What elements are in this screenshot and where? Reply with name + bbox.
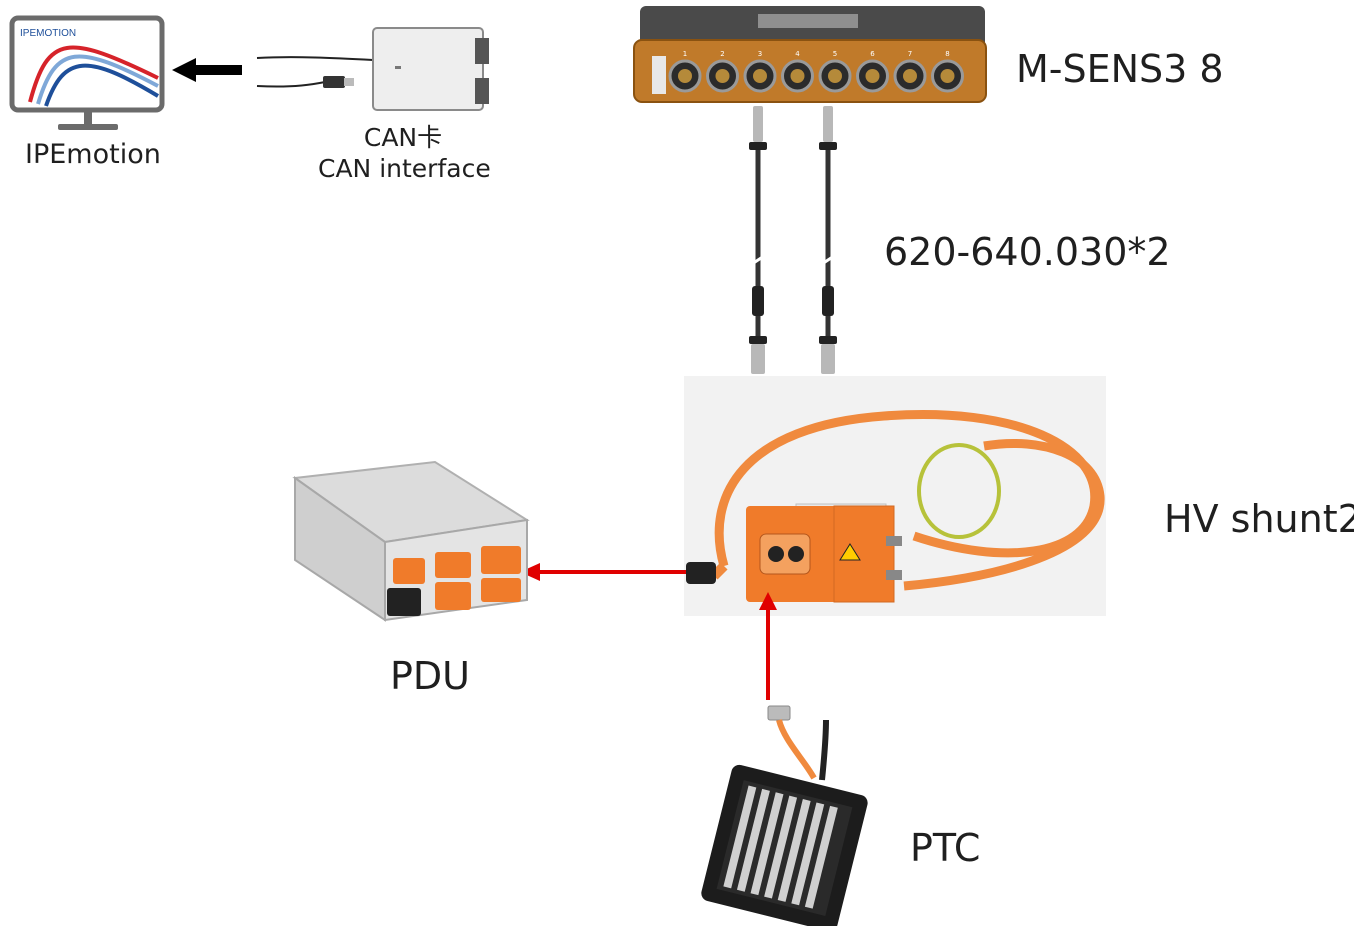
shunt-cable-entry-1	[886, 536, 902, 546]
black-arrow-shaft	[194, 65, 242, 75]
can-to-ipemotion-arrow	[172, 58, 242, 82]
cable-right	[819, 106, 837, 374]
red-arrow-head	[520, 563, 540, 581]
ipemotion-monitor: IPEMOTION	[9, 15, 165, 130]
warning-sign	[839, 543, 861, 561]
ptc-to-shunt-arrow	[759, 592, 777, 700]
msens-device: 1 2 3 4 5 6 7 8	[633, 6, 987, 103]
ptc-device	[701, 705, 868, 926]
can-interface-label-line1: CAN卡	[363, 123, 443, 152]
cable-left	[749, 106, 767, 374]
pdu-connector-2	[435, 552, 471, 578]
shunt-connector-pin-2	[788, 546, 804, 562]
pdu-connector-1	[393, 558, 425, 584]
can-port-top	[475, 38, 489, 64]
usb-plug-tip	[344, 78, 354, 86]
shunt-cable-entry-2	[886, 570, 902, 580]
pdu-connector-3	[481, 546, 521, 574]
hv-shunt-device	[684, 376, 1106, 616]
msens-port-number: 8	[945, 50, 949, 58]
sensor-cables	[749, 106, 837, 374]
monitor-curve-blue	[44, 63, 160, 107]
msens-port-pins	[715, 69, 730, 83]
msens-port-number: 1	[683, 50, 687, 58]
msens-port-pins	[753, 69, 767, 83]
shunt-orange-plate	[833, 505, 895, 603]
msens-port-pins	[903, 69, 917, 83]
msens-port-number: 6	[870, 50, 875, 58]
ptc-label: PTC	[910, 826, 981, 870]
msens-port-pins	[790, 69, 805, 83]
pdu-label: PDU	[390, 654, 470, 698]
monitor-curve-red	[28, 45, 159, 103]
red-arrow-head-up	[759, 592, 777, 610]
ipemotion-logo-text: IPEMOTION	[20, 28, 76, 39]
monitor-curve-blue-light	[36, 54, 159, 105]
msens-label: M-SENS3 8	[1016, 47, 1224, 91]
can-port-bottom	[475, 78, 489, 104]
ipemotion-label: IPEmotion	[25, 139, 161, 170]
msens-port-pins	[865, 69, 880, 83]
msens-port-number: 3	[758, 50, 762, 58]
monitor-base	[58, 124, 118, 130]
msens-port-pins	[678, 69, 692, 83]
ptc-orange-wire	[776, 719, 817, 780]
msens-top-label	[758, 14, 858, 28]
msens-side-label	[652, 56, 666, 94]
shunt-connector	[759, 533, 811, 575]
shunt-connector-pin-1	[768, 546, 784, 562]
shunt-to-pdu-arrow	[520, 563, 686, 581]
can-box-led	[395, 66, 401, 69]
msens-port-number: 4	[795, 50, 800, 58]
can-box	[372, 27, 484, 111]
msens-port-number: 5	[833, 50, 837, 58]
pdu-connector-4	[435, 582, 471, 610]
msens-port-pins	[940, 69, 955, 83]
can-interface-label: CAN卡 CAN interface	[318, 122, 491, 184]
ptc-plug	[767, 705, 791, 721]
msens-port-number: 2	[720, 50, 724, 58]
pdu-device	[292, 460, 530, 622]
pdu-black-connector	[387, 588, 421, 616]
black-arrow-head	[172, 58, 196, 82]
msens-port-number: 7	[908, 50, 912, 58]
hv-shunt-label: HV shunt2	[1164, 497, 1354, 541]
usb-cable-1	[256, 56, 374, 61]
cable-label: 620-640.030*2	[884, 230, 1171, 274]
black-connector-left	[686, 562, 716, 584]
usb-plug	[323, 76, 345, 88]
can-interface-label-line2: CAN interface	[318, 154, 491, 183]
orange-cable-loop	[714, 409, 1100, 568]
pdu-connector-5	[481, 578, 521, 602]
can-interface-device	[256, 27, 489, 111]
usb-cable-2	[256, 81, 326, 88]
orange-cable-loop-2	[903, 438, 1105, 591]
ground-wire-coil	[917, 443, 1001, 539]
msens-ports: 1 2 3 4 5 6 7 8	[668, 50, 964, 93]
monitor-neck	[84, 111, 92, 125]
ptc-black-wire	[819, 719, 829, 781]
msens-port-pins	[828, 69, 842, 83]
ptc-body	[701, 764, 868, 926]
